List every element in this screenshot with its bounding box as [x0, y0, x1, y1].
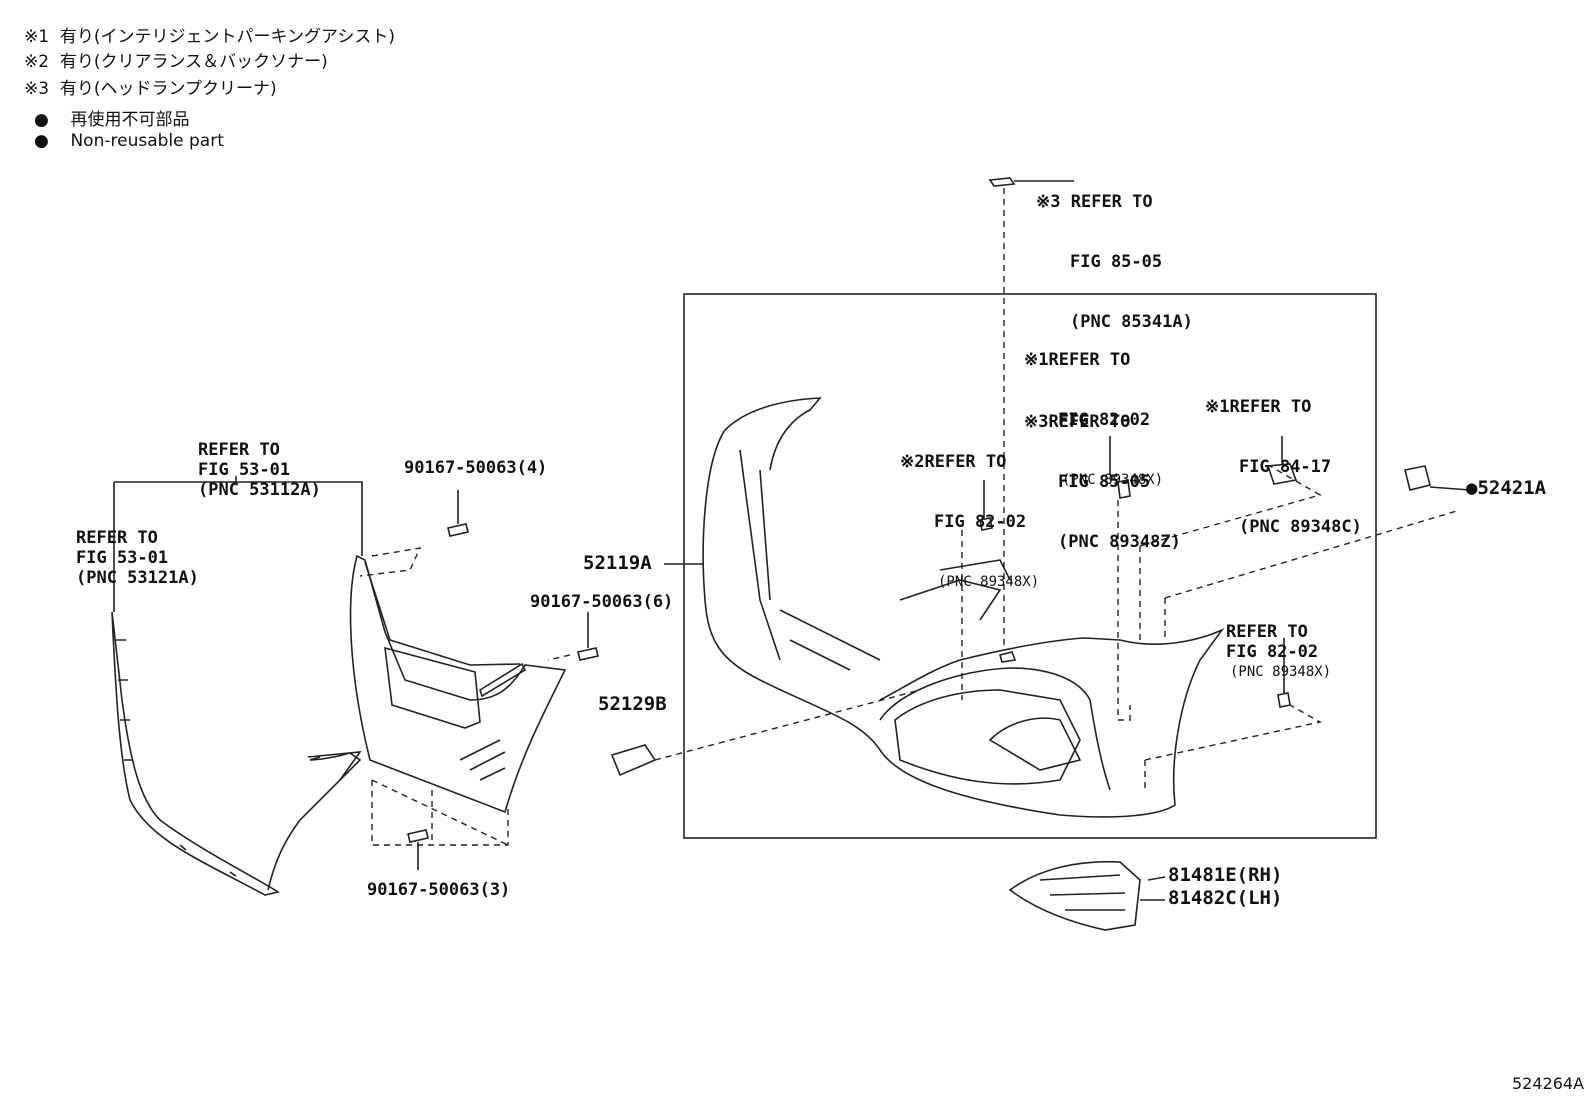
bolt-4-drawing — [447, 490, 469, 537]
ref-label-sensor-holder: ※1REFER TO FIG 84-17 (PNC 89348C) — [1205, 397, 1362, 537]
headlamp-cleaner-cap-drawing — [988, 177, 1016, 187]
note-1: ※1 有り(インテリジェントパーキングアシスト) — [24, 27, 395, 47]
part-81481E-rh[interactable]: 81481E(RH) — [1168, 864, 1283, 886]
ref-label-sonar-bracket: ※2REFER TO FIG 82-02 (PNC 89348X) — [900, 452, 1040, 590]
cap-52129B-drawing — [610, 744, 657, 777]
part-52119A[interactable]: 52119A — [583, 552, 652, 574]
grille-surround-drawing — [111, 611, 362, 896]
part-52129B[interactable]: 52129B — [598, 693, 667, 715]
cap-52421A-drawing — [1404, 465, 1431, 491]
sensor-bracket-2-drawing — [1117, 479, 1131, 499]
note-3: ※3 有り(ヘッドランプクリーナ) — [24, 79, 277, 99]
note-5: ● Non-reusable part — [34, 131, 224, 151]
assembly-frame — [683, 293, 1377, 839]
part-bolt-90167-50063-4[interactable]: 90167-50063(4) — [404, 458, 548, 478]
lower-grille-drawing — [349, 554, 567, 814]
part-52421A[interactable]: ●52421A — [1466, 477, 1547, 499]
sensor-bracket-3-drawing — [1266, 463, 1298, 485]
fog-garnish-drawing — [1008, 860, 1141, 931]
sensor-bracket-1-drawing — [979, 517, 993, 531]
part-bolt-90167-50063-6[interactable]: 90167-50063(6) — [530, 592, 674, 612]
bolt-6-drawing — [577, 612, 599, 661]
ref-label-cleaner-bracket: ※3REFER TO FIG 85-05 (PNC 89348Z) — [1024, 412, 1181, 552]
figure-id: 524264A — [1512, 1074, 1585, 1093]
ref-label-parking-assist-bracket: ※1REFER TO FIG 82-02 (PNC 89348X) — [1024, 350, 1164, 488]
bolt-3-drawing — [407, 829, 429, 870]
ref-label-headlamp-cleaner-cap: ※3 REFER TO FIG 85-05 (PNC 85341A) — [1036, 192, 1193, 332]
part-bolt-90167-50063-3[interactable]: 90167-50063(3) — [367, 880, 511, 900]
part-81482C-lh[interactable]: 81482C(LH) — [1168, 887, 1283, 909]
note-2: ※2 有り(クリアランス＆バックソナー) — [24, 52, 328, 72]
bumper-cover-drawing — [702, 397, 1225, 818]
note-4: ● 再使用不可部品 — [34, 110, 190, 130]
